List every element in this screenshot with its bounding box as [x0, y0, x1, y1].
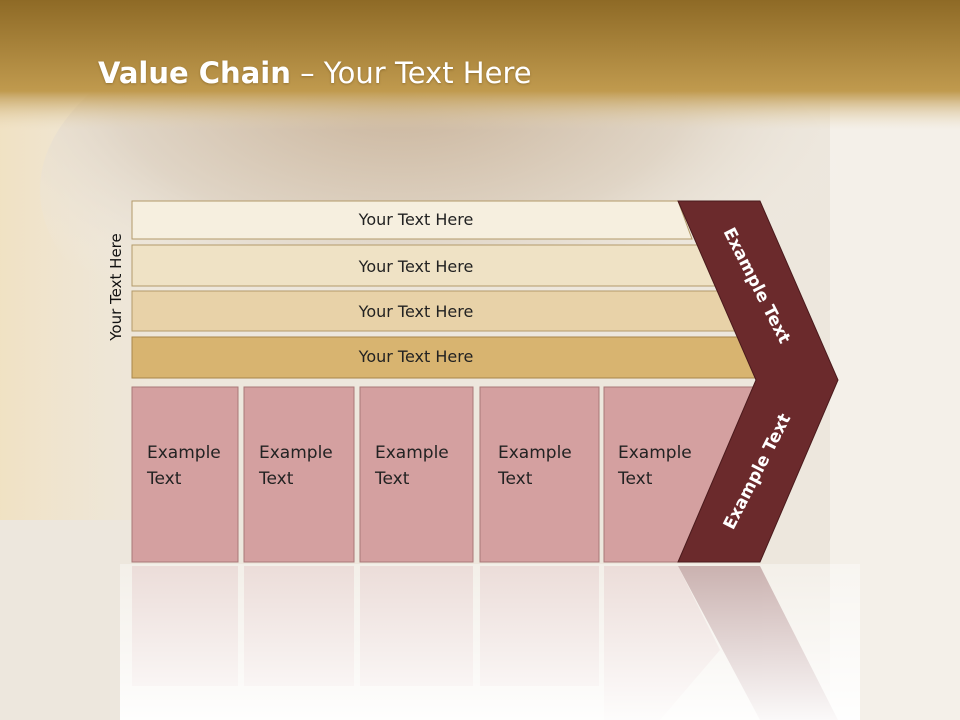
support-row-1-bg	[131, 200, 693, 240]
primary-cell-2	[243, 386, 355, 563]
primary-cell-5-line1: Example	[618, 443, 692, 463]
primary-cell-1-line2: Text	[146, 469, 182, 489]
primary-cell-3	[359, 386, 474, 563]
primary-cell-1	[131, 386, 239, 563]
page-title: Value Chain – Your Text Here	[98, 56, 532, 90]
primary-cell-2-line1: Example	[259, 443, 333, 463]
margin-chevron	[677, 200, 839, 563]
title-bold: Value Chain	[98, 56, 291, 90]
support-row-1-text: Your Text Here	[358, 210, 474, 229]
primary-cell-5-line2: Text	[617, 469, 653, 489]
primary-cell-4-line1: Example	[498, 443, 572, 463]
primary-cell-1-line1: Example	[147, 443, 221, 463]
primary-cell-3-line1: Example	[375, 443, 449, 463]
primary-cell-2-line2: Text	[258, 469, 294, 489]
side-label: Your Text Here	[107, 233, 125, 341]
title-rest: – Your Text Here	[290, 56, 532, 90]
primary-cell-4	[479, 386, 600, 563]
support-row-4-text: Your Text Here	[358, 347, 474, 366]
support-row-2-text: Your Text Here	[358, 257, 474, 276]
primary-cell-4-line2: Text	[497, 469, 533, 489]
support-row-3-text: Your Text Here	[358, 302, 474, 321]
primary-cell-3-line2: Text	[374, 469, 410, 489]
